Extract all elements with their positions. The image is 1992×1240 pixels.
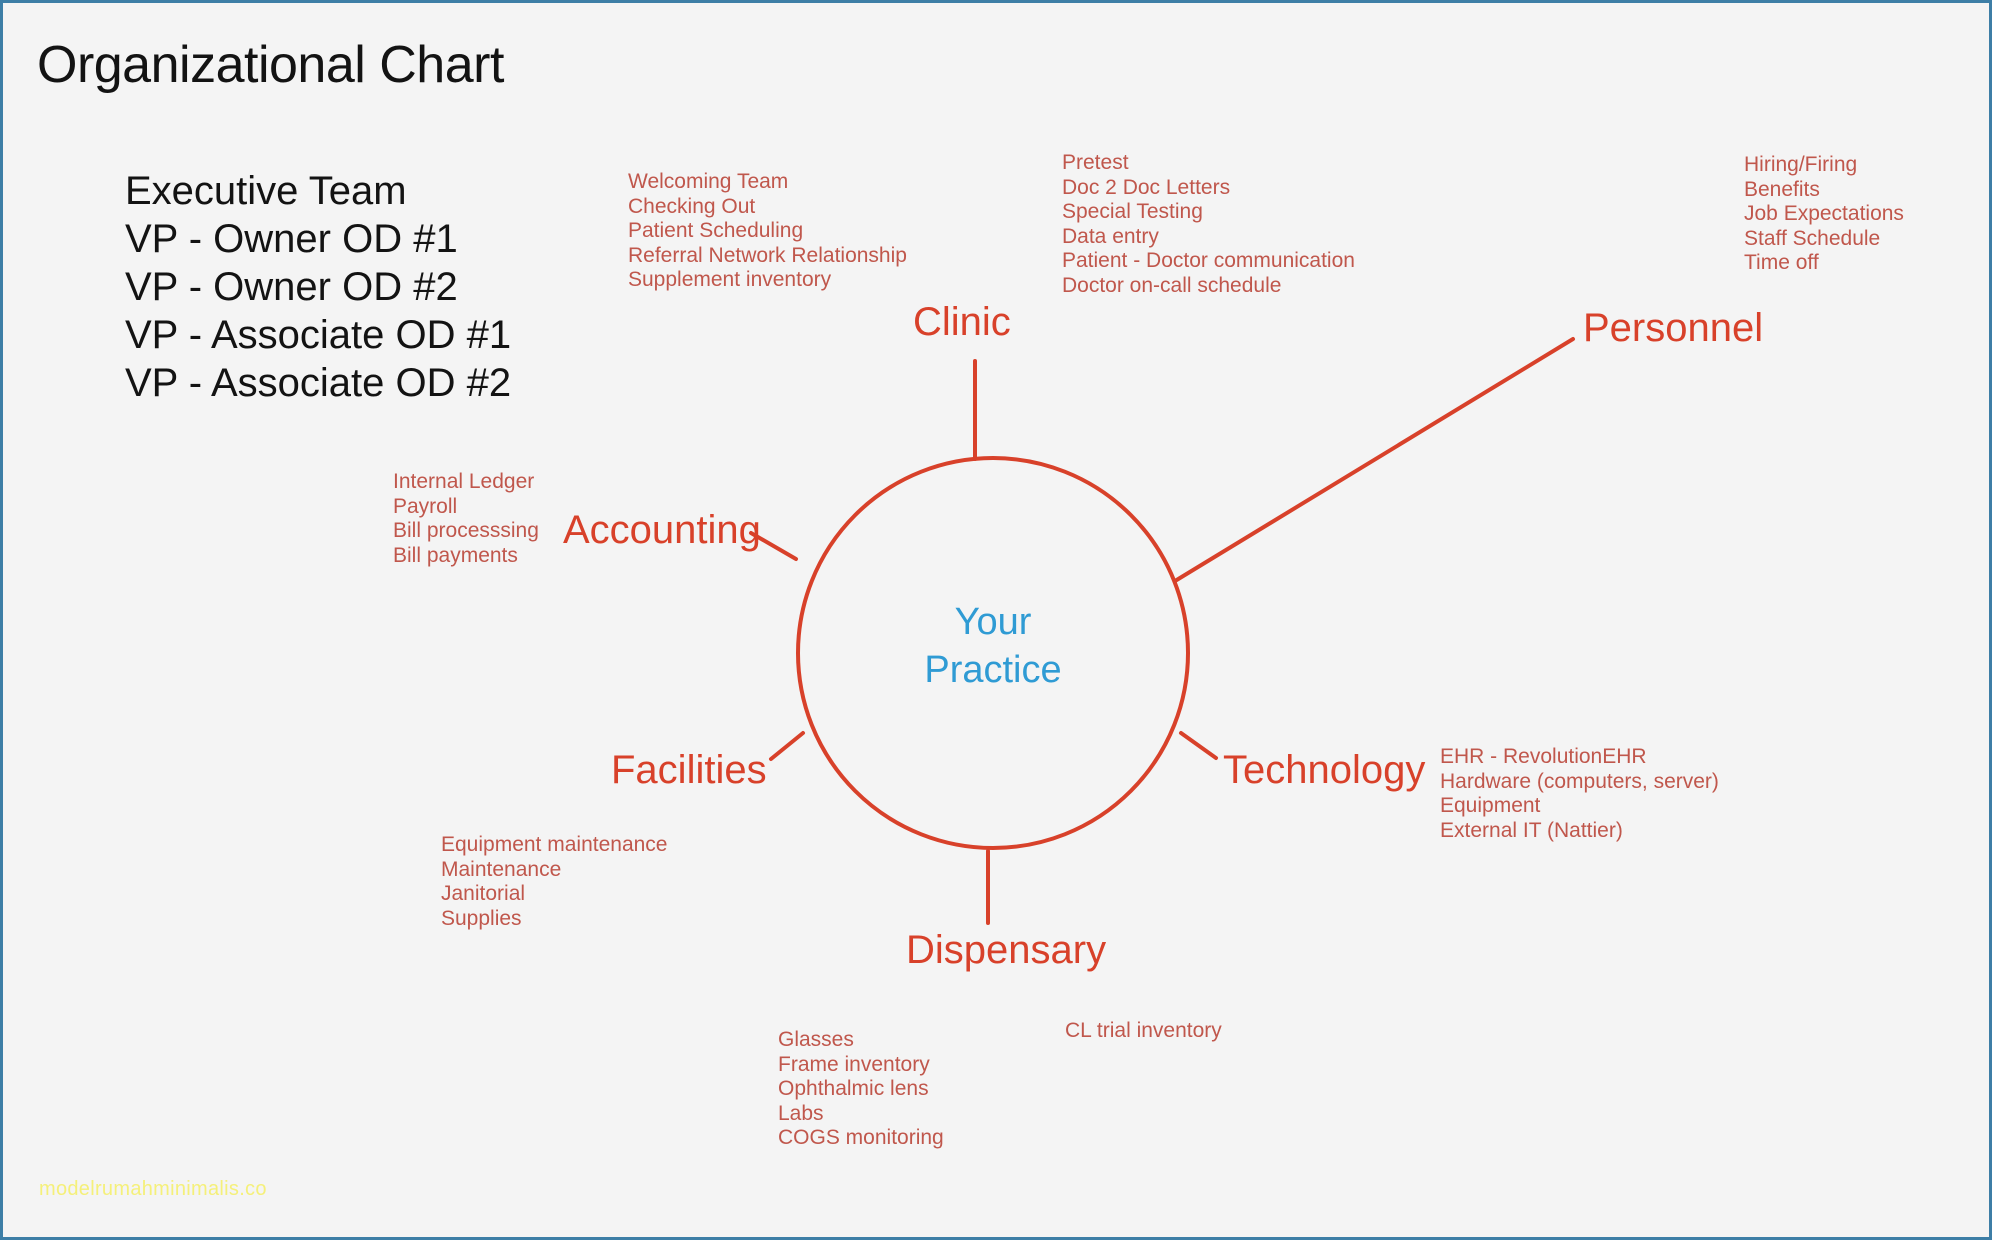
- list-item: Internal Ledger: [393, 470, 535, 493]
- list-item: Equipment: [1440, 794, 1541, 817]
- hub-line-2: Practice: [924, 649, 1062, 691]
- branch-label-clinic[interactable]: Clinic: [913, 300, 1011, 344]
- list-item: Labs: [778, 1101, 824, 1125]
- list-item: Ophthalmic lens: [778, 1077, 929, 1100]
- list-item: Maintenance: [441, 857, 562, 881]
- dispensary-detail-list-col1: Glasses Frame inventory Ophthalmic lens …: [778, 1028, 944, 1151]
- list-item: Bill payments: [393, 543, 518, 567]
- list-item: Hiring/Firing: [1744, 153, 1858, 176]
- list-item: Hardware (computers, server): [1440, 769, 1719, 793]
- list-item: Glasses: [778, 1028, 854, 1051]
- clinic-detail-list-col2: Pretest Doc 2 Doc Letters Special Testin…: [1062, 151, 1355, 298]
- list-item: Staff Schedule: [1744, 226, 1881, 250]
- list-item: Time off: [1744, 251, 1819, 274]
- technology-connector: [1179, 731, 1218, 760]
- personnel-detail-list: Hiring/Firing Benefits Job Expectations …: [1744, 153, 1904, 276]
- watermark: modelrumahminimalis.co: [39, 1178, 267, 1200]
- list-item: Patient Scheduling: [628, 219, 804, 242]
- list-item: Referral Network Relationship: [628, 243, 907, 267]
- list-item: External IT (Nattier): [1440, 818, 1623, 842]
- list-item: Bill processsing: [393, 519, 539, 542]
- executive-role: VP - Associate OD #1: [125, 313, 512, 357]
- list-item: Supplement inventory: [628, 268, 832, 291]
- list-item: Job Expectations: [1744, 202, 1904, 225]
- branch-label-personnel[interactable]: Personnel: [1583, 306, 1764, 350]
- list-item: Checking Out: [628, 194, 756, 218]
- list-item: Doctor on-call schedule: [1062, 273, 1282, 297]
- personnel-connector: [1173, 337, 1575, 583]
- list-item: Equipment maintenance: [441, 833, 668, 856]
- hub-line-1: Your: [954, 601, 1032, 643]
- technology-detail-list: EHR - RevolutionEHR Hardware (computers,…: [1440, 745, 1719, 843]
- branch-label-accounting[interactable]: Accounting: [563, 508, 761, 552]
- list-item: Pretest: [1062, 151, 1129, 174]
- page-title: Organizational Chart: [37, 36, 504, 94]
- executive-team-block: Executive Team VP - Owner OD #1 VP - Own…: [125, 167, 511, 407]
- list-item: CL trial inventory: [1065, 1019, 1222, 1042]
- list-item: Benefits: [1744, 177, 1820, 201]
- executive-role: VP - Owner OD #2: [125, 265, 458, 309]
- list-item: Patient - Doctor communication: [1062, 249, 1355, 272]
- clinic-detail-list-col1: Welcoming Team Checking Out Patient Sche…: [628, 170, 907, 293]
- list-item: Doc 2 Doc Letters: [1062, 175, 1231, 199]
- list-item: Payroll: [393, 494, 458, 518]
- list-item: Supplies: [441, 906, 522, 930]
- branch-label-dispensary[interactable]: Dispensary: [906, 928, 1107, 972]
- facilities-detail-list: Equipment maintenance Maintenance Janito…: [441, 833, 667, 931]
- dispensary-detail-list-col2: CL trial inventory: [1065, 1019, 1222, 1044]
- branch-label-technology[interactable]: Technology: [1223, 748, 1426, 792]
- executive-role: VP - Associate OD #2: [125, 361, 512, 405]
- list-item: EHR - RevolutionEHR: [1440, 745, 1647, 768]
- list-item: Data entry: [1062, 224, 1159, 248]
- branch-label-facilities[interactable]: Facilities: [611, 748, 767, 792]
- list-item: Welcoming Team: [628, 170, 789, 193]
- practice-hub-label: Your Practice: [793, 598, 1193, 694]
- accounting-detail-list: Internal Ledger Payroll Bill processsing…: [393, 470, 539, 568]
- list-item: COGS monitoring: [778, 1126, 944, 1149]
- executive-role: VP - Owner OD #1: [125, 217, 458, 261]
- list-item: Frame inventory: [778, 1052, 930, 1076]
- list-item: Special Testing: [1062, 200, 1203, 223]
- executive-team-heading: Executive Team: [125, 169, 407, 213]
- facilities-connector: [769, 731, 805, 761]
- list-item: Janitorial: [441, 882, 526, 905]
